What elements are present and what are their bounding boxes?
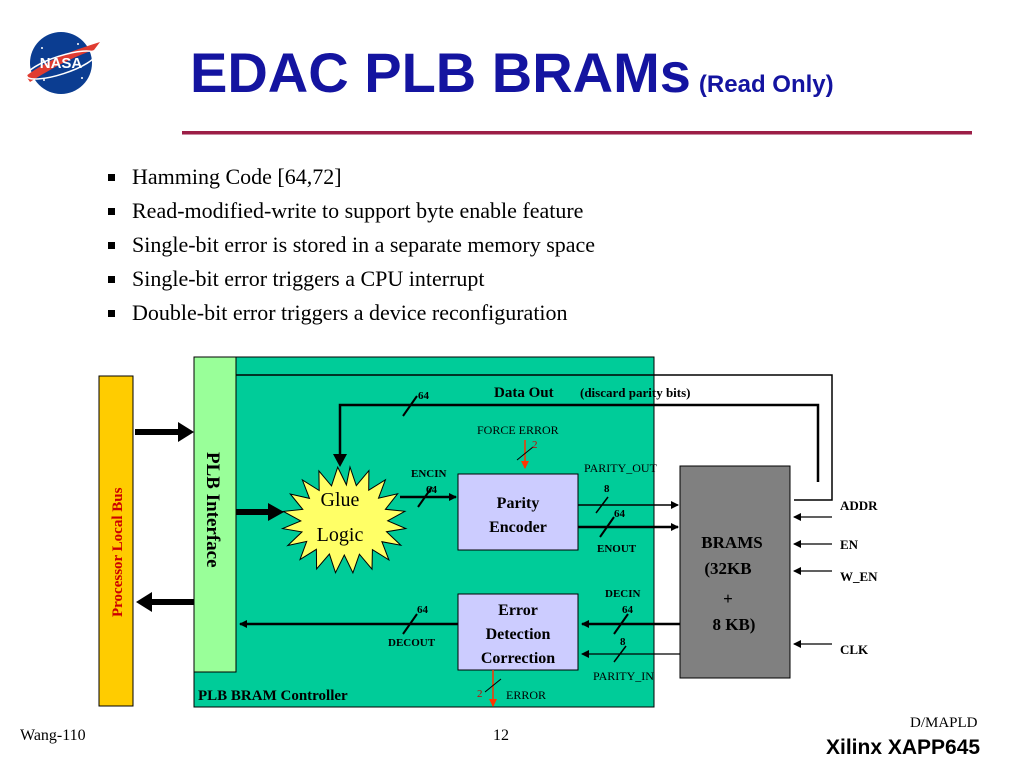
glue-logic-label-line1: Glue bbox=[321, 489, 360, 511]
brams-box bbox=[679, 465, 791, 679]
footer-page-number: 12 bbox=[493, 727, 509, 744]
force-error-width-tick bbox=[516, 446, 534, 461]
data-out-line bbox=[338, 403, 820, 482]
glue-logic-starburst bbox=[280, 465, 408, 575]
bullet-item: Read-modified-write to support byte enab… bbox=[108, 194, 595, 228]
error-label: ERROR bbox=[506, 688, 546, 702]
parity-in-width-tick bbox=[613, 645, 627, 663]
parity-encoder-label-line1: Parity bbox=[497, 495, 540, 512]
error-detection-correction-box bbox=[457, 593, 579, 671]
data-out-arrowhead bbox=[333, 454, 347, 467]
w-en-label: W_EN bbox=[840, 569, 878, 584]
enout-label: ENOUT bbox=[597, 543, 637, 555]
decout-width-tick bbox=[402, 613, 418, 635]
decin-width-tick bbox=[613, 613, 629, 635]
edc-label-line2: Detection bbox=[486, 626, 551, 643]
glue-logic-label-line2: Logic bbox=[317, 524, 364, 546]
edc-label-line1: Error bbox=[498, 602, 538, 619]
force-error-label: FORCE ERROR bbox=[477, 423, 559, 437]
bullet-item: Hamming Code [64,72] bbox=[108, 160, 595, 194]
brams-label-line1: BRAMS bbox=[701, 533, 762, 552]
en-label: EN bbox=[840, 537, 859, 552]
decout-width: 64 bbox=[417, 604, 429, 616]
decin-width: 64 bbox=[622, 604, 634, 616]
parity-out-width-tick bbox=[595, 496, 609, 514]
parity-encoder-label-line2: Encoder bbox=[489, 519, 547, 536]
encin-width: 64 bbox=[426, 484, 438, 496]
encin-width-tick bbox=[417, 486, 433, 508]
controller-label: PLB BRAM Controller bbox=[198, 688, 348, 704]
plb-interface-box bbox=[193, 356, 237, 673]
processor-local-bus-label: Processor Local Bus bbox=[110, 487, 126, 617]
error-width-tick bbox=[484, 678, 502, 693]
force-error-width: 2 bbox=[532, 439, 538, 451]
edc-label-line3: Correction bbox=[481, 650, 555, 667]
parity-in-width: 8 bbox=[620, 636, 626, 648]
plb-top-bus-line bbox=[236, 374, 833, 501]
footer-author: Wang-110 bbox=[20, 727, 86, 744]
footer-conference: D/MAPLD bbox=[910, 715, 978, 731]
data-out-label: Data Out bbox=[494, 385, 554, 401]
encin-label: ENCIN bbox=[411, 468, 447, 480]
footer-source: Xilinx XAPP645 bbox=[826, 736, 981, 759]
parity-out-width: 8 bbox=[604, 483, 610, 495]
clk-label: CLK bbox=[840, 642, 869, 657]
nasa-logo-text: NASA bbox=[40, 55, 83, 72]
bullet-item: Single-bit error triggers a CPU interrup… bbox=[108, 262, 595, 296]
decout-label: DECOUT bbox=[388, 637, 436, 649]
data-out-note: (discard parity bits) bbox=[580, 385, 691, 400]
parity-out-label: PARITY_OUT bbox=[584, 461, 658, 475]
bus-arrow-out-head bbox=[136, 592, 152, 612]
bullet-item: Single-bit error is stored in a separate… bbox=[108, 228, 595, 262]
data-out-width: 64 bbox=[418, 390, 430, 402]
brams-label-line2: (32KB bbox=[704, 559, 751, 578]
brams-label-line3: + bbox=[723, 589, 733, 608]
parity-in-label: PARITY_IN bbox=[593, 669, 654, 683]
enout-width-tick bbox=[599, 516, 615, 538]
data-out-width-tick bbox=[402, 395, 418, 417]
enout-width: 64 bbox=[614, 508, 626, 520]
brams-label-line4: 8 KB) bbox=[713, 615, 756, 634]
decin-label: DECIN bbox=[605, 588, 641, 600]
slide-title-suffix: (Read Only) bbox=[698, 71, 834, 98]
slide-title-main: EDAC PLB BRAMs bbox=[190, 41, 691, 104]
bus-arrow-in-head bbox=[178, 422, 194, 442]
bullet-list: Hamming Code [64,72] Read-modified-write… bbox=[108, 160, 595, 330]
title-divider bbox=[182, 131, 972, 135]
slide-title: EDAC PLB BRAMs (Read Only) bbox=[190, 40, 834, 118]
processor-local-bus-box bbox=[98, 375, 134, 707]
interface-to-glue-head bbox=[268, 503, 284, 521]
addr-label: ADDR bbox=[840, 498, 878, 513]
bullet-item: Double-bit error triggers a device recon… bbox=[108, 296, 595, 330]
error-width: 2 bbox=[477, 688, 483, 700]
nasa-logo: NASA bbox=[25, 32, 100, 94]
plb-interface-label: PLB Interface bbox=[202, 452, 223, 568]
parity-encoder-box bbox=[457, 473, 579, 551]
